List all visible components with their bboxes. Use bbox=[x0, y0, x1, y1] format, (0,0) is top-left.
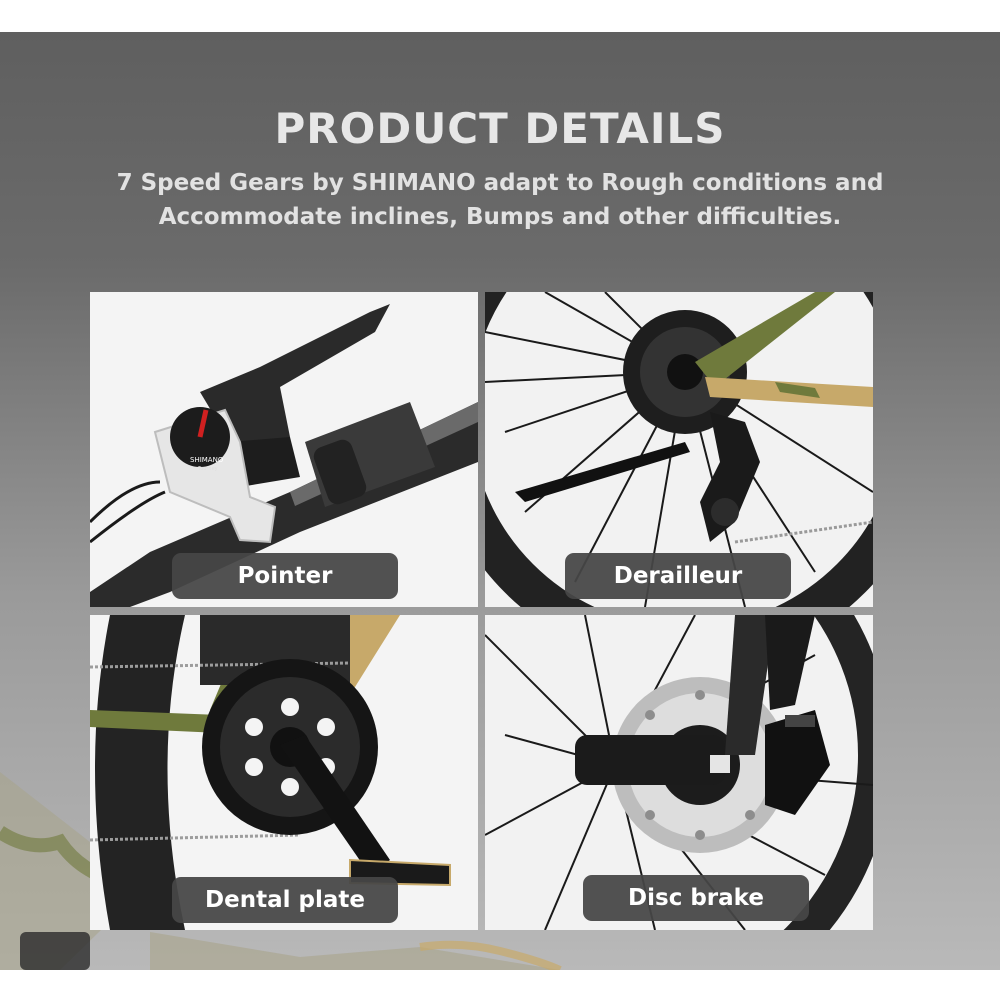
label-disc-brake: Disc brake bbox=[583, 875, 809, 921]
product-details-banner: PRODUCT DETAILS 7 Speed Gears by SHIMANO… bbox=[0, 32, 1000, 970]
panel-disc-brake: Disc brake bbox=[485, 615, 873, 930]
label-derailleur: Derailleur bbox=[565, 553, 791, 599]
page-title: PRODUCT DETAILS bbox=[274, 104, 726, 153]
shifter-photo: SHIMANO Tourney bbox=[90, 292, 478, 607]
label-pointer: Pointer bbox=[172, 553, 398, 599]
subtitle-line-2: Accommodate inclines, Bumps and other di… bbox=[158, 204, 842, 230]
subtitle-line-1: 7 Speed Gears by SHIMANO adapt to Rough … bbox=[116, 170, 884, 196]
page-subtitle: 7 Speed Gears by SHIMANO adapt to Rough … bbox=[100, 166, 900, 234]
panel-pointer: SHIMANO Tourney Pointer bbox=[90, 292, 478, 607]
shifter-brand-text: SHIMANO bbox=[190, 456, 224, 464]
panel-dental-plate: Dental plate bbox=[90, 615, 478, 930]
shifter-model-text: Tourney bbox=[197, 466, 218, 472]
panel-derailleur: Derailleur bbox=[485, 292, 873, 607]
label-dental-plate: Dental plate bbox=[172, 877, 398, 923]
